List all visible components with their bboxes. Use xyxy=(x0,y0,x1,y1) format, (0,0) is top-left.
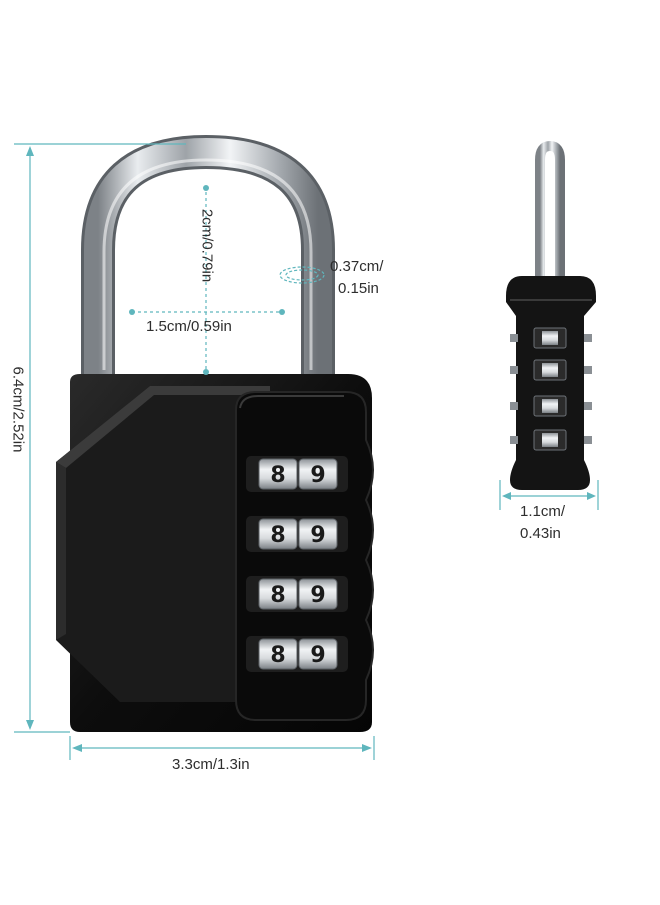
side-lock-body xyxy=(506,276,596,490)
dimension-lines xyxy=(14,143,599,760)
dial-wheel[interactable] xyxy=(258,458,298,490)
side-dial-edge xyxy=(584,436,592,444)
side-dial-edge xyxy=(510,334,518,342)
dial-digit: 8 xyxy=(270,523,285,548)
dial-digit: 9 xyxy=(310,643,325,668)
dial-wheel[interactable] xyxy=(258,578,298,610)
side-dials xyxy=(510,327,592,451)
dial-wheel[interactable] xyxy=(298,458,338,490)
side-shackle xyxy=(535,140,565,290)
side-dial-edge xyxy=(510,366,518,374)
shackle-height-label: 2cm/0.79in xyxy=(198,208,216,283)
thickness-label-line2: 0.43in xyxy=(520,525,561,542)
dial-digit: 9 xyxy=(310,463,325,488)
body-width-label: 3.3cm/1.3in xyxy=(172,756,250,773)
side-dial-wheel xyxy=(542,433,558,447)
dial-wheel[interactable] xyxy=(298,638,338,670)
side-dial-edge xyxy=(584,334,592,342)
dial-wheel[interactable] xyxy=(298,518,338,550)
dial-digit: 8 xyxy=(270,583,285,608)
total-height-label: 6.4cm/2.52in xyxy=(9,366,27,453)
dial-wheel[interactable] xyxy=(258,638,298,670)
shackle-width-label: 1.5cm/0.59in xyxy=(146,318,232,335)
dial-wheel[interactable] xyxy=(298,578,338,610)
side-dial-wheel xyxy=(542,331,558,345)
side-dial-edge xyxy=(584,366,592,374)
side-dial-edge xyxy=(510,402,518,410)
dial-digit: 9 xyxy=(310,583,325,608)
dial-digit: 8 xyxy=(270,463,285,488)
thickness-label-line1: 1.1cm/ xyxy=(520,503,566,520)
side-dial-edge xyxy=(584,402,592,410)
shackle-diameter-label-line2: 0.15in xyxy=(338,280,379,297)
dial-wheel[interactable] xyxy=(258,518,298,550)
shackle-diameter-label-line1: 0.37cm/ xyxy=(330,258,384,275)
dial-digit: 9 xyxy=(310,523,325,548)
dial-digit: 8 xyxy=(270,643,285,668)
side-dial-wheel xyxy=(542,363,558,377)
side-dial-wheel xyxy=(542,399,558,413)
side-dial-edge xyxy=(510,436,518,444)
